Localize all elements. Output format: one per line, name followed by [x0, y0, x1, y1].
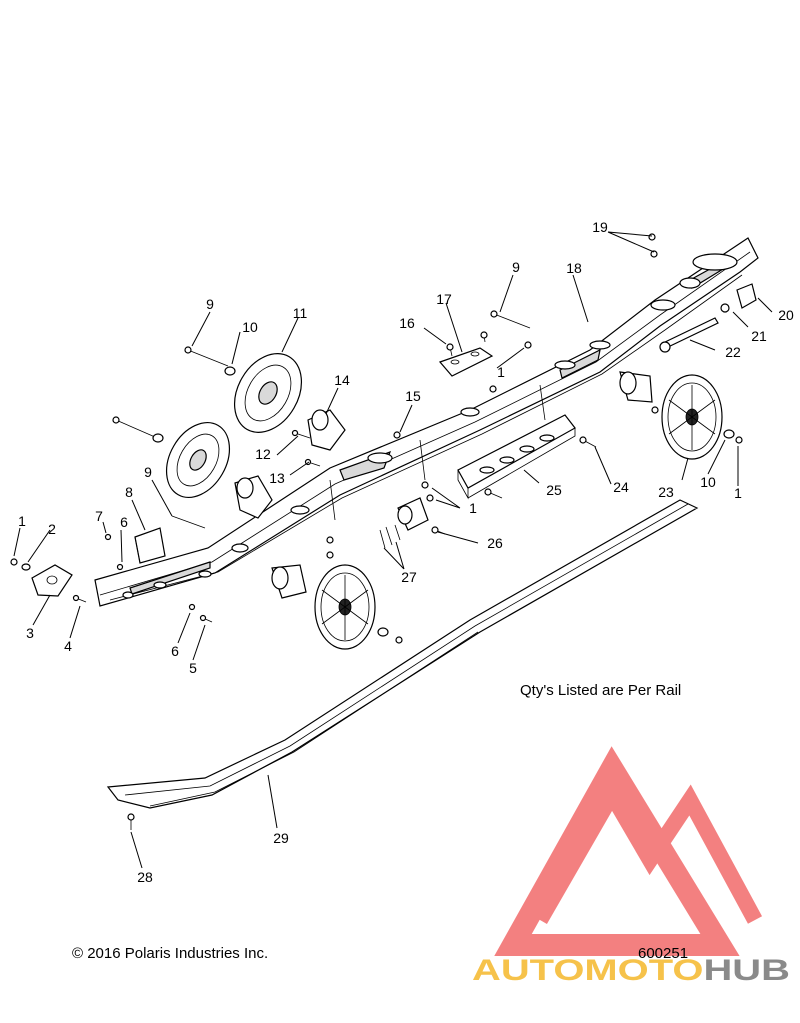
callout-9c: 9 [512, 259, 520, 275]
callout-6a: 6 [171, 643, 179, 659]
callout-26: 26 [487, 535, 503, 551]
callout-27: 27 [401, 569, 417, 585]
callout-25: 25 [546, 482, 562, 498]
callout-1: 1 [18, 513, 26, 529]
callout-18: 18 [566, 260, 582, 276]
callout-12: 12 [255, 446, 271, 462]
nuts-washers [10, 233, 743, 644]
bumper-3 [31, 564, 73, 597]
callout-16: 16 [399, 315, 415, 331]
callout-28: 28 [137, 869, 153, 885]
copyright-text: © 2016 Polaris Industries Inc. [72, 945, 268, 962]
hub-14 [307, 409, 346, 451]
callout-10b: 10 [700, 474, 716, 490]
diagram-number: 600251 [638, 945, 688, 962]
callout-1b: 1 [469, 500, 477, 516]
callout-3: 3 [26, 625, 34, 641]
leader-lines [13, 231, 773, 869]
callout-24: 24 [613, 479, 629, 495]
callout-15: 15 [405, 388, 421, 404]
wheel-left-idler [165, 422, 231, 498]
wheel-23 [661, 374, 723, 460]
callout-6b: 6 [120, 514, 128, 530]
callout-9b: 9 [206, 296, 214, 312]
qty-note: Qty's Listed are Per Rail [520, 682, 681, 699]
callout-29: 29 [273, 830, 289, 846]
wheel-front [314, 564, 376, 650]
callout-4: 4 [64, 638, 72, 654]
callout-7: 7 [95, 508, 103, 524]
wear-strip [106, 499, 699, 809]
callout-1c: 1 [497, 364, 505, 380]
callout-2: 2 [48, 521, 56, 537]
rail-assembly [94, 237, 759, 607]
hub-26 [397, 497, 429, 531]
slide-block [457, 414, 576, 500]
callout-1d: 1 [734, 485, 742, 501]
rod-22 [659, 317, 719, 353]
callout-10a: 10 [242, 319, 258, 335]
callout-22: 22 [725, 344, 741, 360]
callout-17: 17 [436, 291, 452, 307]
watermark-brand-part1: AUTOMOTO [472, 954, 703, 987]
callout-8: 8 [125, 484, 133, 500]
watermark-logo [494, 746, 763, 956]
bolts [72, 310, 597, 830]
callout-14: 14 [334, 372, 350, 388]
bracket-20 [736, 283, 757, 309]
callout-11: 11 [293, 305, 308, 321]
wheel-11 [233, 353, 303, 433]
callout-5: 5 [189, 660, 197, 676]
callout-20: 20 [778, 307, 794, 323]
hub-rear [619, 371, 653, 403]
callout-23: 23 [658, 484, 674, 500]
callout-9a: 9 [144, 464, 152, 480]
callout-21: 21 [751, 328, 767, 344]
block-17 [438, 347, 494, 377]
callout-19: 19 [592, 219, 608, 235]
hub-front [271, 564, 307, 599]
callout-13: 13 [269, 470, 285, 486]
watermark-brand-part2: HUB [703, 954, 790, 987]
bracket-8 [134, 527, 166, 564]
hub-left [234, 475, 273, 519]
callout-labels: 1 2 3 4 5 6 6 7 8 9 9 9 10 10 11 12 13 1… [18, 219, 794, 885]
